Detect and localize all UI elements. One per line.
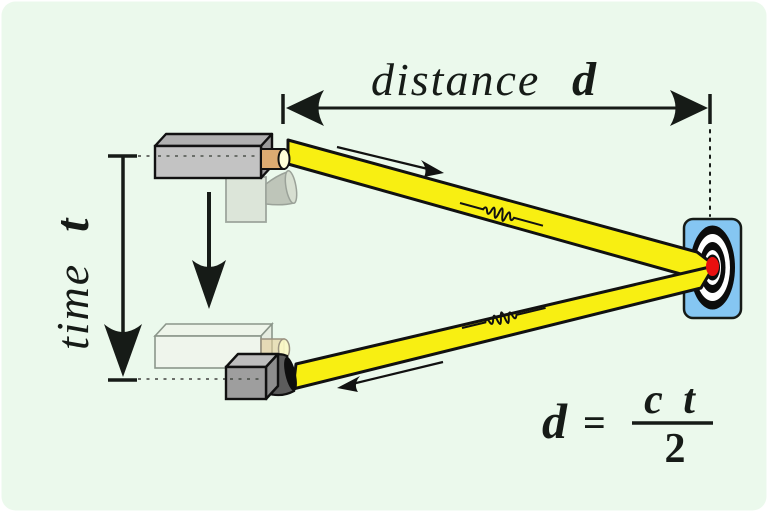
wave-packet-icon — [461, 306, 546, 329]
arrowhead-left-icon — [337, 376, 360, 392]
laser-device — [153, 132, 291, 180]
returning-direction-arrow — [337, 360, 444, 392]
time-symbol: t — [46, 217, 99, 232]
device-motion-arrow — [192, 192, 226, 309]
arrowhead-down-icon — [104, 324, 142, 377]
arrowhead-down-icon — [192, 260, 226, 309]
arrowhead-right-icon — [421, 160, 444, 177]
laser-aperture — [277, 148, 291, 170]
formula-equals: = — [583, 400, 606, 445]
laser-top-face — [153, 132, 274, 148]
ghost-laser-top-face — [153, 323, 274, 337]
ghost-detector-device — [225, 169, 298, 223]
ghost-funnel-mouth — [284, 169, 298, 205]
formula-lhs: d — [542, 393, 568, 449]
direction-line — [336, 145, 429, 171]
detector-funnel-mouth — [284, 356, 297, 392]
time-label: time — [47, 263, 98, 350]
wave-squiggle — [461, 306, 546, 329]
distance-symbol: d — [572, 53, 597, 106]
detector-front-face — [224, 365, 268, 401]
outgoing-direction-arrow — [336, 145, 444, 177]
direction-line — [351, 360, 444, 386]
detector-device — [224, 352, 297, 401]
arrowhead-right-icon — [670, 90, 708, 126]
distance-dimension: distance d — [281, 53, 712, 126]
arrowhead-left-icon — [286, 90, 324, 126]
formula: d = c t 2 — [542, 377, 713, 472]
formula-denominator: 2 — [665, 426, 686, 472]
wave-squiggle — [459, 202, 544, 227]
laser-front-face — [153, 144, 263, 180]
formula-numerator: c t — [644, 377, 700, 423]
bullseye-red-center — [706, 257, 719, 276]
distance-label: distance — [371, 54, 540, 105]
ghost-detector-body — [225, 176, 267, 223]
wave-packet-icon — [459, 202, 544, 227]
time-dimension: time t — [46, 154, 142, 382]
